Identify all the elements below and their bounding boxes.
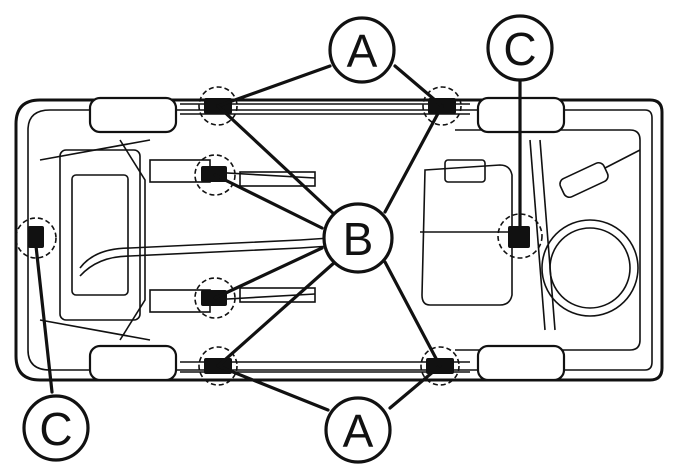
callout-c-bottom-left: C: [22, 394, 90, 462]
mount-a-top-left-ring: [198, 86, 238, 126]
callout-b-center-label: B: [343, 213, 374, 265]
callout-a-bottom-label: A: [343, 405, 374, 457]
mount-a-bottom-right-ring: [420, 346, 460, 386]
callout-c-top-right: C: [486, 14, 554, 82]
mount-c-front: [28, 226, 44, 248]
vehicle-body-outline: [14, 98, 664, 382]
mount-c-front-ring: [15, 217, 57, 259]
callout-c-bottom-left-label: C: [39, 403, 72, 455]
rear-assembly: [420, 139, 641, 331]
callout-c-top-right-label: C: [503, 23, 536, 75]
mount-a-top-right-ring: [422, 86, 462, 126]
spare-wheel: [541, 219, 639, 317]
callout-b-center: B: [322, 202, 394, 274]
mount-c-rear-ring: [497, 213, 543, 259]
engine-assembly: [39, 139, 331, 341]
muffler: [559, 161, 609, 199]
wheel-front-right: [88, 344, 178, 382]
wheels: [88, 96, 566, 382]
wheel-front-left: [88, 96, 178, 134]
mount-b-upper-ring: [194, 154, 236, 196]
wheel-rear-right: [476, 344, 566, 382]
leader-lines: [34, 64, 522, 412]
mount-points: [15, 86, 543, 386]
callout-a-top-label: A: [347, 25, 378, 77]
mount-a-bottom-left-ring: [198, 346, 238, 386]
callout-a-top: A: [328, 16, 396, 84]
mount-c-rear: [508, 226, 530, 248]
callout-a-bottom: A: [324, 396, 392, 464]
mount-b-lower-ring: [194, 277, 236, 319]
